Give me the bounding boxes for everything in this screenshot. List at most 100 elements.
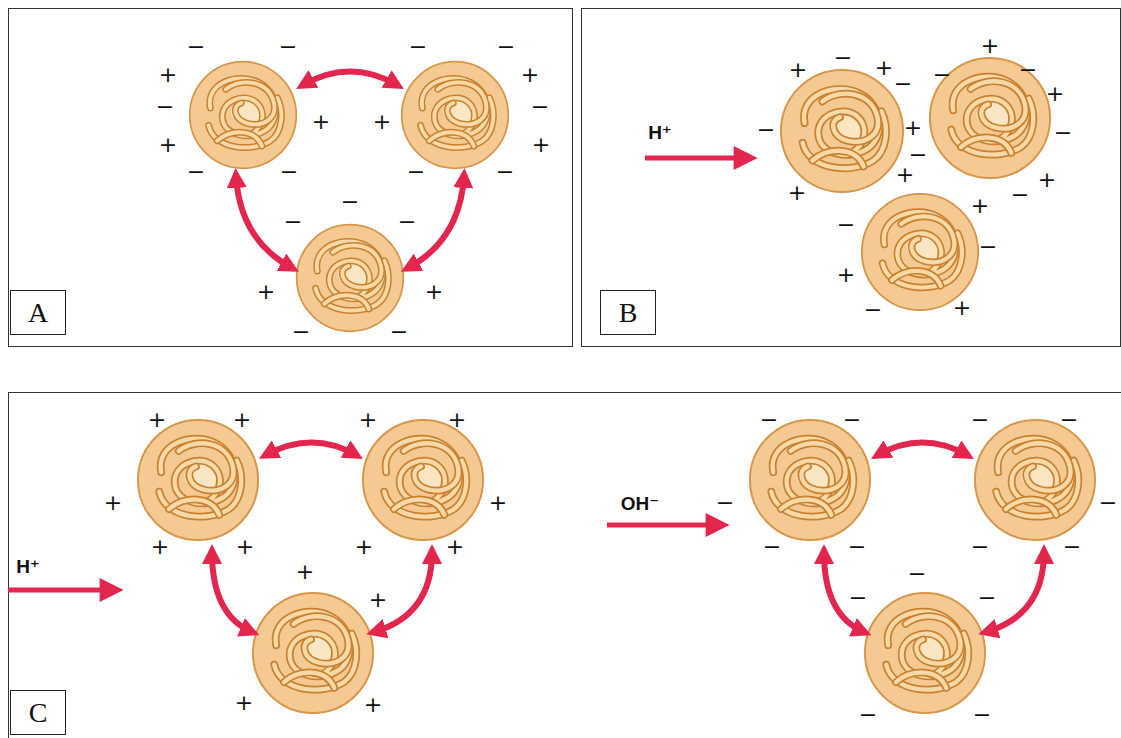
protein-globule [402,62,509,169]
ion-label: OH⁻ [621,494,660,513]
charge-sign: − [398,211,416,233]
panel-frames [8,9,1121,738]
charge-sign: − [843,409,861,431]
charge-sign: − [859,704,877,726]
charge-sign: + [359,409,377,431]
reagent-arrow [645,156,748,161]
charge-sign: − [407,161,425,183]
charge-sign: + [521,64,539,86]
charge-sign: + [373,111,391,133]
protein-globule [750,420,870,540]
protein-globule [865,593,985,713]
charge-sign: − [280,161,298,183]
panel-frame [9,9,573,347]
charge-sign: + [875,57,893,79]
charge-sign: + [369,589,387,611]
charge-sign: − [834,47,852,69]
panel-label-box: C [10,690,66,735]
charge-sign: − [1019,59,1037,81]
charge-sign: − [531,96,549,118]
ion-label: H⁺ [648,123,672,142]
protein-globule [190,62,297,169]
charge-sign: − [978,587,996,609]
charge-sign: − [1011,184,1029,206]
charge-sign: − [971,536,989,558]
panel-divider [8,392,1121,393]
charge-sign: + [489,492,507,514]
charge-sign: − [971,409,989,431]
charge-sign: + [425,281,443,303]
charge-sign: + [312,111,330,133]
proteins [138,58,1095,713]
charge-sign: + [904,117,922,139]
charge-sign: − [760,409,778,431]
charge-sign: − [716,492,734,514]
panel-letter: A [28,299,48,327]
charge-sign: + [789,59,807,81]
charge-sign: + [104,492,122,514]
addition-arrows [8,158,748,590]
panel-frame [582,9,1121,347]
charge-sign: − [187,36,205,58]
charge-sign: + [837,264,855,286]
charge-sign: − [1063,536,1081,558]
charge-sign: − [497,36,515,58]
charge-sign: + [448,409,466,431]
charge-sign: − [341,191,359,213]
charge-sign: − [292,321,310,343]
charge-sign: − [979,236,997,258]
charge-sign: − [409,36,427,58]
charge-sign: + [953,297,971,319]
charge-sign: + [235,692,253,714]
charge-sign: − [763,536,781,558]
charge-sign: − [864,299,882,321]
charge-sign: + [151,536,169,558]
protein-globule [862,194,978,310]
charge-sign: − [187,161,205,183]
charge-sign: − [1060,409,1078,431]
charge-sign: − [390,321,408,343]
charge-sign: + [896,164,914,186]
charge-sign: − [837,214,855,236]
charge-sign: − [909,144,927,166]
double-arrow [878,443,967,456]
charge-sign: + [233,409,251,431]
double-arrow [236,176,292,268]
panel-divider [8,392,9,738]
protein-globule [930,58,1050,178]
panel-label-box: B [600,290,656,335]
panel-letter: B [619,299,638,327]
charge-sign: − [156,96,174,118]
charge-sign: + [532,134,550,156]
reagent-arrow [8,588,114,593]
charge-sign: + [971,195,989,217]
charge-sign: − [496,161,514,183]
charge-sign: + [1046,83,1064,105]
charge-sign: + [236,536,254,558]
charge-sign: − [933,64,951,86]
charge-sign: + [788,182,806,204]
panel-label-box: A [10,290,66,335]
charge-sign: + [1038,169,1056,191]
protein-globule [975,420,1095,540]
charge-sign: − [1054,122,1072,144]
reagent-arrow [607,523,720,528]
charge-sign: − [757,119,775,141]
double-arrow [408,176,464,268]
ion-label: H⁺ [16,557,40,576]
charge-sign: − [279,36,297,58]
charge-sign: + [257,281,275,303]
charge-sign: − [908,563,926,585]
panel-letter: C [29,699,48,727]
charge-sign: − [848,536,866,558]
charge-sign: + [446,536,464,558]
charge-sign: + [296,561,314,583]
double-arrow [212,552,252,632]
protein-globule [253,593,373,713]
charge-sign: + [364,694,382,716]
charge-sign: − [894,73,912,95]
protein-globule [781,70,903,192]
protein-globule [363,420,483,540]
